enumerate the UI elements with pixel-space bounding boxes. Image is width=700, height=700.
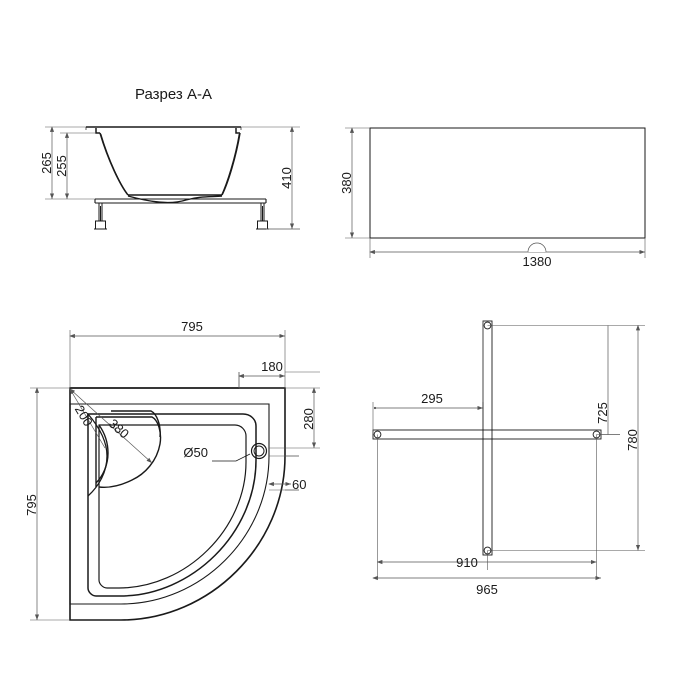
support-frame-plan-view: 295 725 780 910 965 [372,320,645,597]
bath-inner-contour [85,127,242,197]
dimension-1380-text-gap [527,242,547,253]
bath-leg-right [256,202,269,230]
dimension-380-panel: 380 [339,127,355,238]
section-title: Разрез А-А [135,86,212,103]
tray-basin-outline [87,413,257,597]
bath-base-slab [94,195,267,204]
dimension-795-horizontal: 795 [69,319,285,339]
bath-leg-left [94,202,107,230]
dimension-1380: 1380 [369,242,645,269]
front-panel-view: 380 1380 [339,127,646,269]
dimension-265-label: 265 [39,152,54,174]
dimension-780-label: 780 [625,429,640,451]
dimension-60: 60 [268,477,306,492]
drain-diameter-label: Ø50 [183,445,208,460]
dimension-725: 725 [595,325,610,435]
dimension-280-label: 280 [301,408,316,430]
frame-extension-lines [372,321,645,578]
dimension-910: 910 [376,555,597,570]
dimension-1380-label: 1380 [523,254,552,269]
dimension-265: 265 [39,126,55,199]
dimension-295-label: 295 [421,391,443,406]
dimension-910-label: 910 [456,555,478,570]
dimension-965: 965 [372,575,601,597]
panel-extension-lines [345,127,646,258]
section-aa-view: 265 255 410 [39,126,300,230]
dimension-725-label: 725 [595,402,610,424]
dimension-280: 280 [301,387,317,448]
dimension-410: 410 [279,126,295,229]
dimension-255: 255 [54,132,70,199]
dimension-780: 780 [625,324,641,551]
bath-body-outline [86,126,241,196]
tray-rim-inner-line [69,403,270,605]
tray-basin-inner-bowl [98,424,247,589]
dimension-255-label: 255 [54,155,69,177]
dimension-295: 295 [373,391,483,411]
dimension-180: 180 [238,359,285,379]
dimension-795-horizontal-label: 795 [181,319,203,334]
dimension-795-vertical-label: 795 [24,494,39,516]
tray-extension-lines [30,330,320,621]
tray-outer-outline [69,387,286,621]
drain-hole [250,442,268,460]
dimension-965-label: 965 [476,582,498,597]
dimension-410-label: 410 [279,167,294,189]
dimension-380-panel-label: 380 [339,172,354,194]
drain-leader-line [212,453,251,462]
dimension-60-label: 60 [292,477,306,492]
dimension-180-label: 180 [261,359,283,374]
dimension-795-vertical: 795 [24,387,40,620]
